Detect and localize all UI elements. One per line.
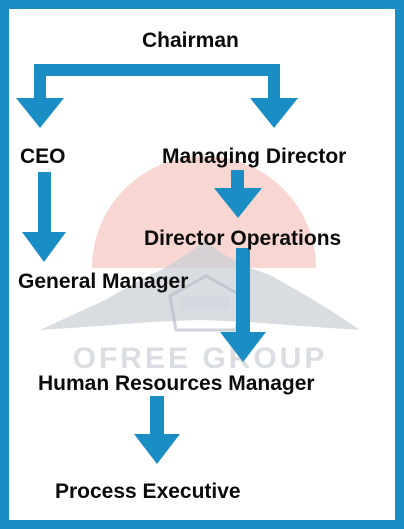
watermark-company-name: OFREE GROUP <box>73 342 328 375</box>
node-chairman: Chairman <box>142 29 239 52</box>
md-to-do-arrow <box>214 170 262 218</box>
hr-to-pe-arrow <box>134 396 180 464</box>
node-managing-director: Managing Director <box>162 145 347 168</box>
ceo-to-gm-arrow <box>22 172 66 262</box>
node-ceo: CEO <box>20 145 66 168</box>
chairman-branch-arrow <box>16 64 298 128</box>
node-director-operations: Director Operations <box>144 227 342 250</box>
do-to-hr-arrow <box>220 248 266 362</box>
node-general-manager: General Manager <box>18 270 189 293</box>
node-process-executive: Process Executive <box>55 480 241 503</box>
node-hr-manager: Human Resources Manager <box>38 372 315 395</box>
